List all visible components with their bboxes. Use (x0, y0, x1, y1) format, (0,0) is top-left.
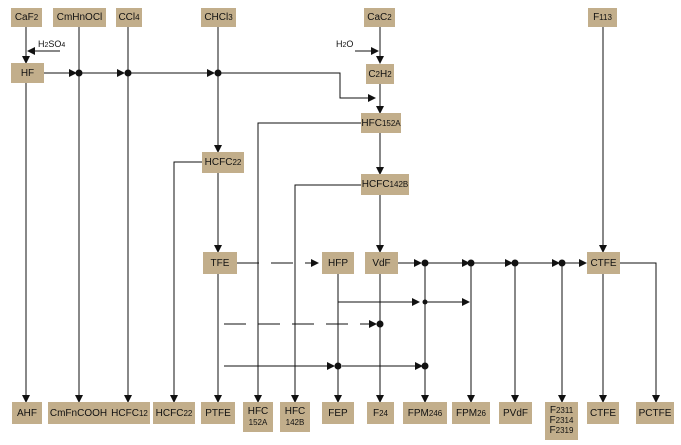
node-ctfe: CTFE (587, 252, 620, 274)
junction-dot (422, 299, 428, 305)
product-f24: F24 (367, 402, 394, 424)
junction-dot (124, 69, 132, 77)
node-vdf: VdF (365, 252, 398, 274)
reagent-h2o: H2O (336, 39, 354, 49)
product-hcfc12: HCFC12 (109, 402, 150, 424)
node-hfc152a: HFC152A (361, 113, 401, 133)
junction-dot (334, 362, 342, 370)
node-hfp: HFP (322, 252, 354, 274)
product-ahf: AHF (12, 402, 42, 424)
junction-dot (75, 69, 83, 77)
line-ctfe-pctfe (620, 262, 660, 403)
product-pctfe: PCTFE (636, 402, 674, 424)
product-cmfncooh: CmFnCOOH (48, 402, 109, 424)
product-hcfc22: HCFC22 (153, 402, 195, 424)
product-fep: FEP (322, 402, 354, 424)
node-ccl4: CCl4 (116, 8, 142, 27)
junction-dot (467, 259, 475, 267)
node-hcfc142b: HCFC142B (361, 174, 409, 195)
junction-dot (558, 259, 566, 267)
reagent-h2so4: H2SO4 (38, 39, 66, 49)
junction-dot (511, 259, 519, 267)
node-f113: F113 (588, 8, 617, 27)
line-hcfc142b-product (291, 184, 361, 403)
junction-dot (421, 259, 429, 267)
product-f231x: F2311 F2314 F2319 (545, 402, 578, 440)
line-hfc152a-product (254, 122, 361, 403)
junction-dot (214, 69, 222, 77)
product-ptfe: PTFE (201, 402, 235, 424)
node-hcfc22: HCFC22 (202, 152, 244, 173)
node-hf: HF (11, 63, 44, 83)
product-fpm246: FPM246 (403, 402, 447, 424)
node-tfe: TFE (203, 252, 237, 274)
node-cac2: CaC2 (364, 8, 395, 27)
node-caf2: CaF2 (11, 8, 42, 27)
node-c2h2: C2H2 (366, 64, 394, 84)
product-fpm26: FPM26 (452, 402, 490, 424)
junction-dot (421, 362, 429, 370)
product-pvdf: PVdF (499, 402, 532, 424)
node-cmhnocl: CmHnOCl (53, 8, 106, 27)
product-ctfe: CTFE (587, 402, 619, 424)
node-chcl3: CHCl3 (201, 8, 236, 27)
junction-dot (376, 320, 384, 328)
line-hcfc22-product (170, 161, 202, 403)
line-j3-c2h2 (218, 72, 376, 102)
